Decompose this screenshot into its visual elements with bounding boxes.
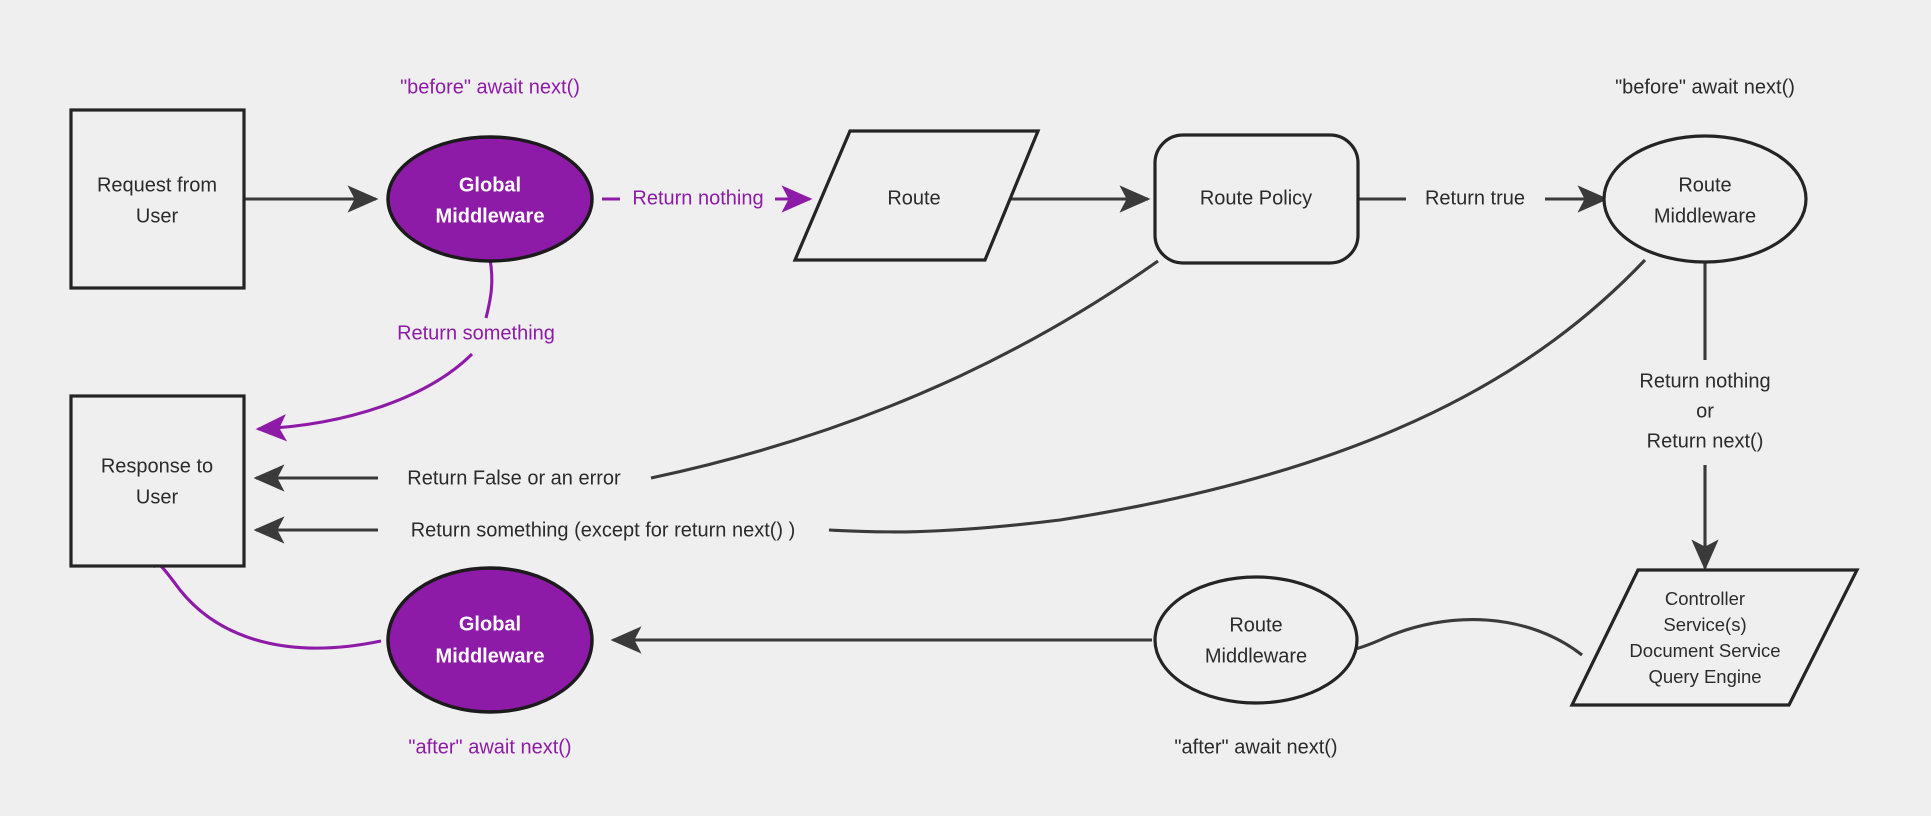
- edge-label-return-nothing-or-next-line2: or: [1696, 400, 1714, 422]
- edge-global-middleware-bottom-to-response: [153, 534, 382, 650]
- route-middleware-top-shape: [1602, 134, 1808, 264]
- edge-route-middleware-to-response-curve: [828, 258, 1647, 534]
- node-route-middleware-bottom[interactable]: Route Middleware: [1153, 575, 1359, 705]
- annotation-before-global-middleware: "before" await next(): [400, 76, 580, 98]
- route-middleware-bottom-label-line1: Route: [1229, 614, 1282, 636]
- node-route-middleware-top[interactable]: Route Middleware: [1602, 134, 1808, 264]
- global-middleware-top-shape: [386, 135, 594, 263]
- response-label-line2: User: [136, 486, 179, 508]
- edge-global-middleware-top-to-response-tail: [255, 352, 474, 442]
- route-middleware-bottom-label-line2: Middleware: [1205, 645, 1307, 667]
- node-controller-services[interactable]: Controller Service(s) Document Service Q…: [1569, 568, 1860, 707]
- route-policy-label: Route Policy: [1200, 187, 1312, 209]
- edge-route-policy-to-response-curve: [650, 259, 1159, 480]
- node-global-middleware-bottom[interactable]: Global Middleware: [386, 566, 594, 714]
- route-middleware-bottom-shape: [1153, 575, 1359, 705]
- node-route-policy[interactable]: Route Policy: [1153, 133, 1360, 265]
- annotation-after-route-middleware: "after" await next(): [1174, 736, 1337, 758]
- route-middleware-top-label-line1: Route: [1678, 174, 1731, 196]
- request-label-line2: User: [136, 205, 179, 227]
- controller-label-line4: Query Engine: [1648, 666, 1761, 687]
- controller-shape: [1569, 568, 1860, 707]
- route-middleware-top-label-line2: Middleware: [1654, 205, 1756, 227]
- annotation-after-global-middleware: "after" await next(): [408, 736, 571, 758]
- node-response-to-user[interactable]: Response to User: [69, 394, 246, 568]
- edge-global-middleware-top-to-response-head: [484, 258, 494, 319]
- request-label-line1: Request from: [97, 174, 217, 196]
- node-request-from-user[interactable]: Request from User: [69, 108, 246, 290]
- global-middleware-top-label-line1: Global: [459, 174, 521, 196]
- controller-label-line2: Service(s): [1663, 614, 1746, 635]
- edge-label-return-false-or-error: Return False or an error: [407, 467, 621, 489]
- controller-label-line1: Controller: [1665, 588, 1745, 609]
- controller-label-line3: Document Service: [1629, 640, 1780, 661]
- route-label: Route: [887, 187, 940, 209]
- edge-label-return-something-top: Return something: [397, 322, 555, 344]
- edge-label-return-nothing-top: Return nothing: [632, 187, 763, 209]
- edge-label-return-nothing-or-next-line3: Return next(): [1647, 430, 1764, 452]
- global-middleware-bottom-shape: [386, 566, 594, 714]
- node-route[interactable]: Route: [792, 129, 1041, 262]
- global-middleware-top-label-line2: Middleware: [436, 205, 545, 227]
- annotation-before-route-middleware: "before" await next(): [1615, 76, 1795, 98]
- request-box-shape: [69, 108, 246, 290]
- route-shape: [792, 129, 1041, 262]
- global-middleware-bottom-label-line2: Middleware: [436, 645, 545, 667]
- response-box-shape: [69, 394, 246, 568]
- route-policy-shape: [1153, 133, 1360, 265]
- edge-label-return-something-except: Return something (except for return next…: [411, 519, 796, 541]
- global-middleware-bottom-label-line1: Global: [459, 613, 521, 635]
- edge-label-return-true: Return true: [1425, 187, 1525, 209]
- response-label-line1: Response to: [101, 455, 213, 477]
- edge-label-return-nothing-or-next-line1: Return nothing: [1639, 370, 1770, 392]
- node-global-middleware-top[interactable]: Global Middleware: [386, 135, 594, 263]
